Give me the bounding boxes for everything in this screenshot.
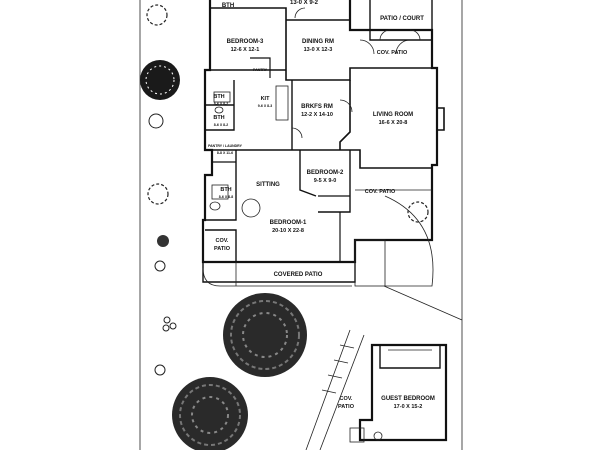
shrub-icon bbox=[148, 113, 164, 129]
cov-patio-bottom-label: COV. PATIO bbox=[338, 396, 355, 410]
cov-patio-left-line-1: COV. bbox=[216, 238, 229, 244]
kitchen-dims: 9-6 X 8-3 bbox=[258, 104, 272, 108]
sitting-label: SITTING bbox=[256, 182, 280, 188]
bath-4-label: BTH bbox=[220, 187, 231, 193]
bath-4-dims: 8-6 X 8-8 bbox=[219, 195, 233, 199]
tree-icon bbox=[172, 377, 248, 450]
tree-canopy bbox=[145, 65, 175, 95]
shrub-icon bbox=[154, 364, 166, 376]
tree-canopy bbox=[242, 312, 288, 358]
bath-2-dims: 8-6 X 8-2 bbox=[214, 102, 228, 106]
toilet bbox=[209, 201, 221, 211]
bath-2-label: BTH bbox=[213, 94, 224, 100]
pantry-small-label: PANTRY bbox=[253, 68, 268, 72]
shrub-icon bbox=[157, 235, 169, 247]
bath-3-label: BTH bbox=[213, 115, 224, 121]
top-room-dims: 13-0 X 9-2 bbox=[290, 0, 319, 6]
shrub-icon bbox=[169, 322, 177, 330]
bedroom-3-label: BEDROOM-3 bbox=[227, 39, 264, 45]
living-label: LIVING ROOM bbox=[373, 112, 413, 118]
tree-canopy bbox=[179, 384, 241, 446]
shrub-icon bbox=[163, 316, 171, 324]
shrub-icon bbox=[407, 201, 429, 223]
cov-patio-top-label: COV. PATIO bbox=[377, 50, 408, 56]
landscaping bbox=[140, 4, 429, 450]
patio-court-area bbox=[369, 0, 433, 41]
fireplace bbox=[437, 107, 445, 131]
kitchen-label: KIT bbox=[261, 96, 271, 102]
walkway bbox=[305, 329, 365, 450]
guest-fixture bbox=[373, 431, 383, 441]
cov-patio-left-label: COV. PATIO bbox=[214, 238, 231, 252]
cov-patio-bottom-line-2: PATIO bbox=[338, 404, 355, 410]
dining-label: DINING RM bbox=[302, 39, 334, 45]
covered-patio-area bbox=[202, 189, 463, 321]
bedroom-1-label: BEDROOM-1 bbox=[270, 220, 307, 226]
patio-court-label: PATIO / COURT bbox=[380, 16, 424, 22]
shrub-icon bbox=[146, 4, 168, 26]
living-dims: 16-6 X 20-8 bbox=[379, 120, 408, 126]
pantry-laundry-label: PANTRY / LAUNDRY bbox=[208, 144, 243, 148]
bedroom-2-label: BEDROOM-2 bbox=[307, 170, 344, 176]
guest-house bbox=[349, 343, 448, 443]
shrub-icon bbox=[162, 324, 170, 332]
tree-canopy bbox=[230, 300, 300, 370]
covered-patio-label: COVERED PATIO bbox=[274, 272, 323, 278]
room-labels: 13-0 X 9-2 BTH PATIO / COURT COV. PATIO … bbox=[208, 0, 435, 410]
bath-fixture bbox=[213, 91, 231, 103]
cov-patio-left-line-2: PATIO bbox=[214, 246, 231, 252]
stair-block bbox=[275, 85, 289, 121]
bath-1-label: BTH bbox=[222, 3, 234, 9]
shrub-icon bbox=[147, 183, 169, 205]
cov-patio-bottom-line-1: COV. bbox=[340, 396, 353, 402]
bath-3-dims: 8-6 X 8-2 bbox=[214, 123, 228, 127]
pantry-laundry-dims: 8-8 X 11-6 bbox=[217, 151, 233, 155]
tree-icon bbox=[223, 293, 307, 377]
dining-dims: 13-0 X 12-3 bbox=[304, 47, 333, 53]
porch-step bbox=[354, 239, 386, 287]
cov-patio-mid-label: COV. PATIO bbox=[365, 189, 396, 195]
guest-bedroom-label: GUEST BEDROOM bbox=[381, 396, 435, 402]
guest-bedroom-dims: 17-0 X 15-2 bbox=[394, 404, 423, 410]
brkfs-dims: 12-2 X 14-10 bbox=[301, 112, 333, 118]
bath-fixture bbox=[211, 184, 229, 200]
tub bbox=[241, 198, 261, 218]
tree-canopy bbox=[191, 396, 229, 434]
shrub-icon bbox=[154, 260, 166, 272]
toilet bbox=[214, 106, 224, 114]
bedroom-3-dims: 12-6 X 12-1 bbox=[231, 47, 260, 53]
guest-fixture bbox=[349, 427, 365, 443]
main-house bbox=[201, 0, 445, 264]
brkfs-label: BRKFS RM bbox=[301, 104, 333, 110]
bedroom-1-dims: 20-10 X 22-8 bbox=[272, 228, 304, 234]
bedroom-2-dims: 9-5 X 9-0 bbox=[314, 178, 337, 184]
